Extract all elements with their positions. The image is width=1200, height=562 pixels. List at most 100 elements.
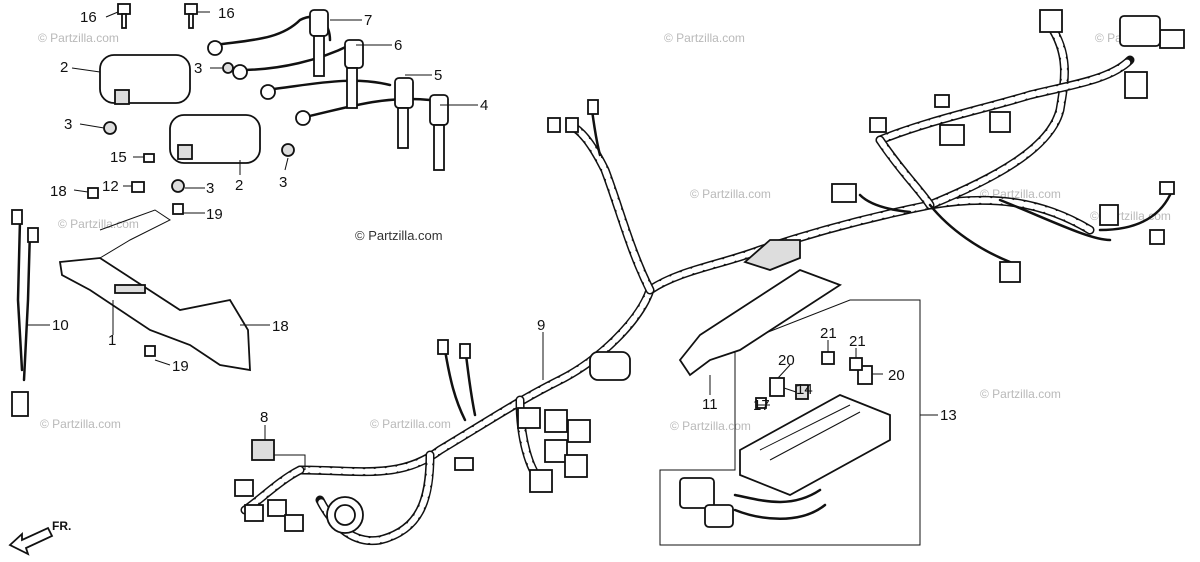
clip-3 [281,143,295,157]
plug-wire-boot [232,64,248,80]
connector [454,457,474,471]
callout-3: 3 [206,180,214,197]
callout-19: 19 [172,358,189,375]
callout-20: 20 [888,367,905,384]
bolt-17 [755,397,767,409]
spark-plug-cap-4 [429,94,449,126]
nut-12 [131,181,145,193]
callouts: 16 16 7 6 5 4 2 3 3 2 3 3 15 12 18 19 10… [50,5,957,426]
callout-18: 18 [50,183,67,200]
connector [1124,71,1148,99]
clip-3 [171,179,185,193]
watermark-1: © Partzilla.com [38,31,119,45]
clip-3 [222,62,234,74]
connector [1099,204,1119,226]
callout-21: 21 [820,325,837,342]
front-direction-indicator: FR. [8,519,71,556]
callout-18: 18 [272,318,289,335]
callout-7: 7 [364,12,372,29]
watermark-10: © Partzilla.com [670,419,751,433]
connector [284,514,304,532]
callout-5: 5 [434,67,442,84]
plug-wire-boot [207,40,223,56]
callout-3: 3 [64,116,72,133]
bolt-16 [184,3,198,15]
callout-9: 9 [537,317,545,334]
part-10-connector-top [11,209,23,225]
round-connector-inner [334,504,356,526]
callout-3: 3 [194,60,202,77]
fuse-21 [821,351,835,365]
connector [1149,229,1165,245]
connector [547,117,561,133]
callout-13: 13 [940,407,957,424]
switch-unit [589,351,631,381]
fuse-20 [769,377,785,397]
part-10-connector [11,391,29,417]
connector [587,99,599,115]
plug-wire-boot [260,84,276,100]
callout-11: 11 [702,396,718,413]
spark-plug-cap-7 [309,9,329,37]
watermark-4: © Partzilla.com [58,217,139,231]
connector [869,117,887,133]
direction-label: FR. [52,519,71,533]
sensor-unit [1119,15,1161,47]
callout-20: 20 [778,352,795,369]
fuse-box-13 [739,394,891,496]
bolt-16-shank [121,13,127,29]
coil-terminal [114,89,130,105]
callout-15: 15 [110,149,127,166]
connector [234,479,254,497]
callout-2: 2 [60,59,68,76]
watermark-11: © Partzilla.com [980,387,1061,401]
ignition-coils [58,3,449,372]
front-arrow-icon [8,526,54,556]
coil-bracket-1 [58,257,251,372]
callout-10: 10 [52,317,69,334]
relay [517,407,541,429]
callout-2: 2 [235,177,243,194]
spark-plug-cap-6 [344,39,364,69]
callout-21: 21 [849,333,866,350]
fuse-21 [849,357,863,371]
bolt-19 [144,345,156,357]
watermark-2: © Partzilla.com [664,31,745,45]
callout-3: 3 [279,174,287,191]
connector [565,117,579,133]
plug-wire-end [397,107,409,149]
connector [1039,9,1063,33]
connector [939,124,965,146]
ignition-coil-upper [99,54,191,104]
connector [999,261,1021,283]
callout-19: 19 [206,206,223,223]
bolt-16-shank [188,13,194,29]
relay [529,469,553,493]
fuse-box-assembly [659,268,921,546]
watermark-9: © Partzilla.com [370,417,451,431]
coil-terminal [177,144,193,160]
bracket-slot [114,284,146,294]
relay [544,439,568,463]
relay [544,409,568,433]
callout-8: 8 [260,409,268,426]
fuse-box-bracket-11 [678,268,842,377]
relay [567,419,591,443]
relay [564,454,588,478]
part-8-block [251,439,275,461]
callout-16: 16 [218,5,235,22]
connector [459,343,471,359]
callout-12: 12 [102,178,119,195]
callout-16: 16 [80,9,97,26]
spark-plug-cap-5 [394,77,414,109]
watermark-5: © Partzilla.com [690,187,771,201]
connector [267,499,287,517]
connector [934,94,950,108]
connector [244,504,264,522]
plug-wire-boot [295,110,311,126]
main-wire-harness [11,9,1185,546]
connector [831,183,857,203]
plug-wire-end [433,124,445,171]
bolt-16 [117,3,131,15]
